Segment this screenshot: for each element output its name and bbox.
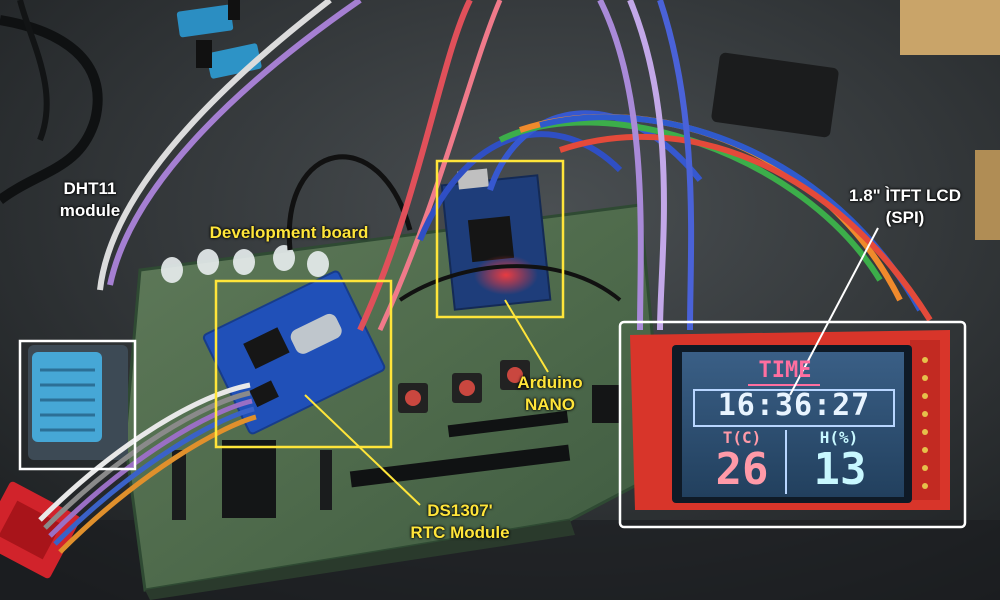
rtc-pointer-line [304,394,421,506]
lcd-time-value: 16:36:27 [717,388,871,423]
lcd-time-title: TIME [758,358,812,383]
pin-header-vertical [320,450,332,510]
black-pin-header [196,40,212,68]
ribbon-wire-gray [43,390,251,530]
dht11-label-line-2: module [59,201,121,220]
push-buttons [398,360,530,413]
wire-red-2 [559,133,933,322]
arduino-label-line-2: NANO [524,395,576,414]
lcd-hum-label: H(%) [819,428,859,447]
cardboard-edge-right [975,150,1000,240]
wire-lavender-1 [627,0,667,331]
rtc-annotation-box [214,279,393,449]
tft-annotation-box [618,320,967,529]
lcd-temp-value: 26 [715,444,769,495]
black-device-top-right [711,52,839,138]
lcd-temp-label: T(C) [722,428,762,447]
wire-purple-1 [107,0,362,286]
cardboard-box [900,0,1000,55]
tft-lcd-label: 1.8" ÌTFT LCD (SPI) [830,185,980,229]
arduino-nano-label: Arduino NANO [500,372,600,416]
led-row [161,245,329,283]
cable-black-left [0,15,103,205]
dht11-label-line-1: DHT11 [63,179,117,198]
voltage-regulator [592,385,620,423]
tft-pointer-line [789,227,879,396]
lcd-hum-value: 13 [813,444,867,495]
dht11-sensor [28,345,128,460]
dht11-annotation-box [18,339,137,471]
tft-label-line-2: (SPI) [885,208,925,227]
ribbon-wire-orange [58,414,257,554]
wire-pink-1 [377,0,503,332]
arduino-annotation-box [435,159,565,319]
wire-red-1 [357,0,473,332]
rtc-module-label: DS1307' RTC Module [395,500,525,544]
ribbon-wire-white [38,382,251,522]
wire-black-loop [286,154,413,251]
cable-black-top [17,0,50,142]
arduino-pointer-line [504,299,549,373]
pcb-edge-shadow [145,520,575,600]
pin-header-middle [447,410,569,438]
tft-lcd-module [630,330,950,510]
rtc-label-line-1: DS1307' [427,501,493,520]
dht11-label: DHT11 module [30,178,150,222]
black-pin-header-2 [228,0,240,20]
development-board-label: Development board [209,223,369,242]
wire-blue-1 [417,131,623,242]
wire-white-1 [97,0,332,291]
wire-black-2 [398,264,622,302]
pin-header-bottom [349,444,571,488]
wire-blue-4 [657,0,695,331]
rtc-label-line-2: RTC Module [410,523,510,542]
ic-socket [222,440,276,518]
wire-blue-2 [487,110,703,191]
pin-header-left [172,450,186,520]
arduino-label-line-1: Arduino [517,373,583,392]
blue-connector-1 [176,4,234,38]
ribbon-wire-purple [48,398,253,538]
ribbon-wire-blue [53,406,255,546]
tft-label-line-1: 1.8" ÌTFT LCD [849,186,961,205]
wire-purple-2 [597,0,644,331]
arduino-nano-board [440,168,552,311]
